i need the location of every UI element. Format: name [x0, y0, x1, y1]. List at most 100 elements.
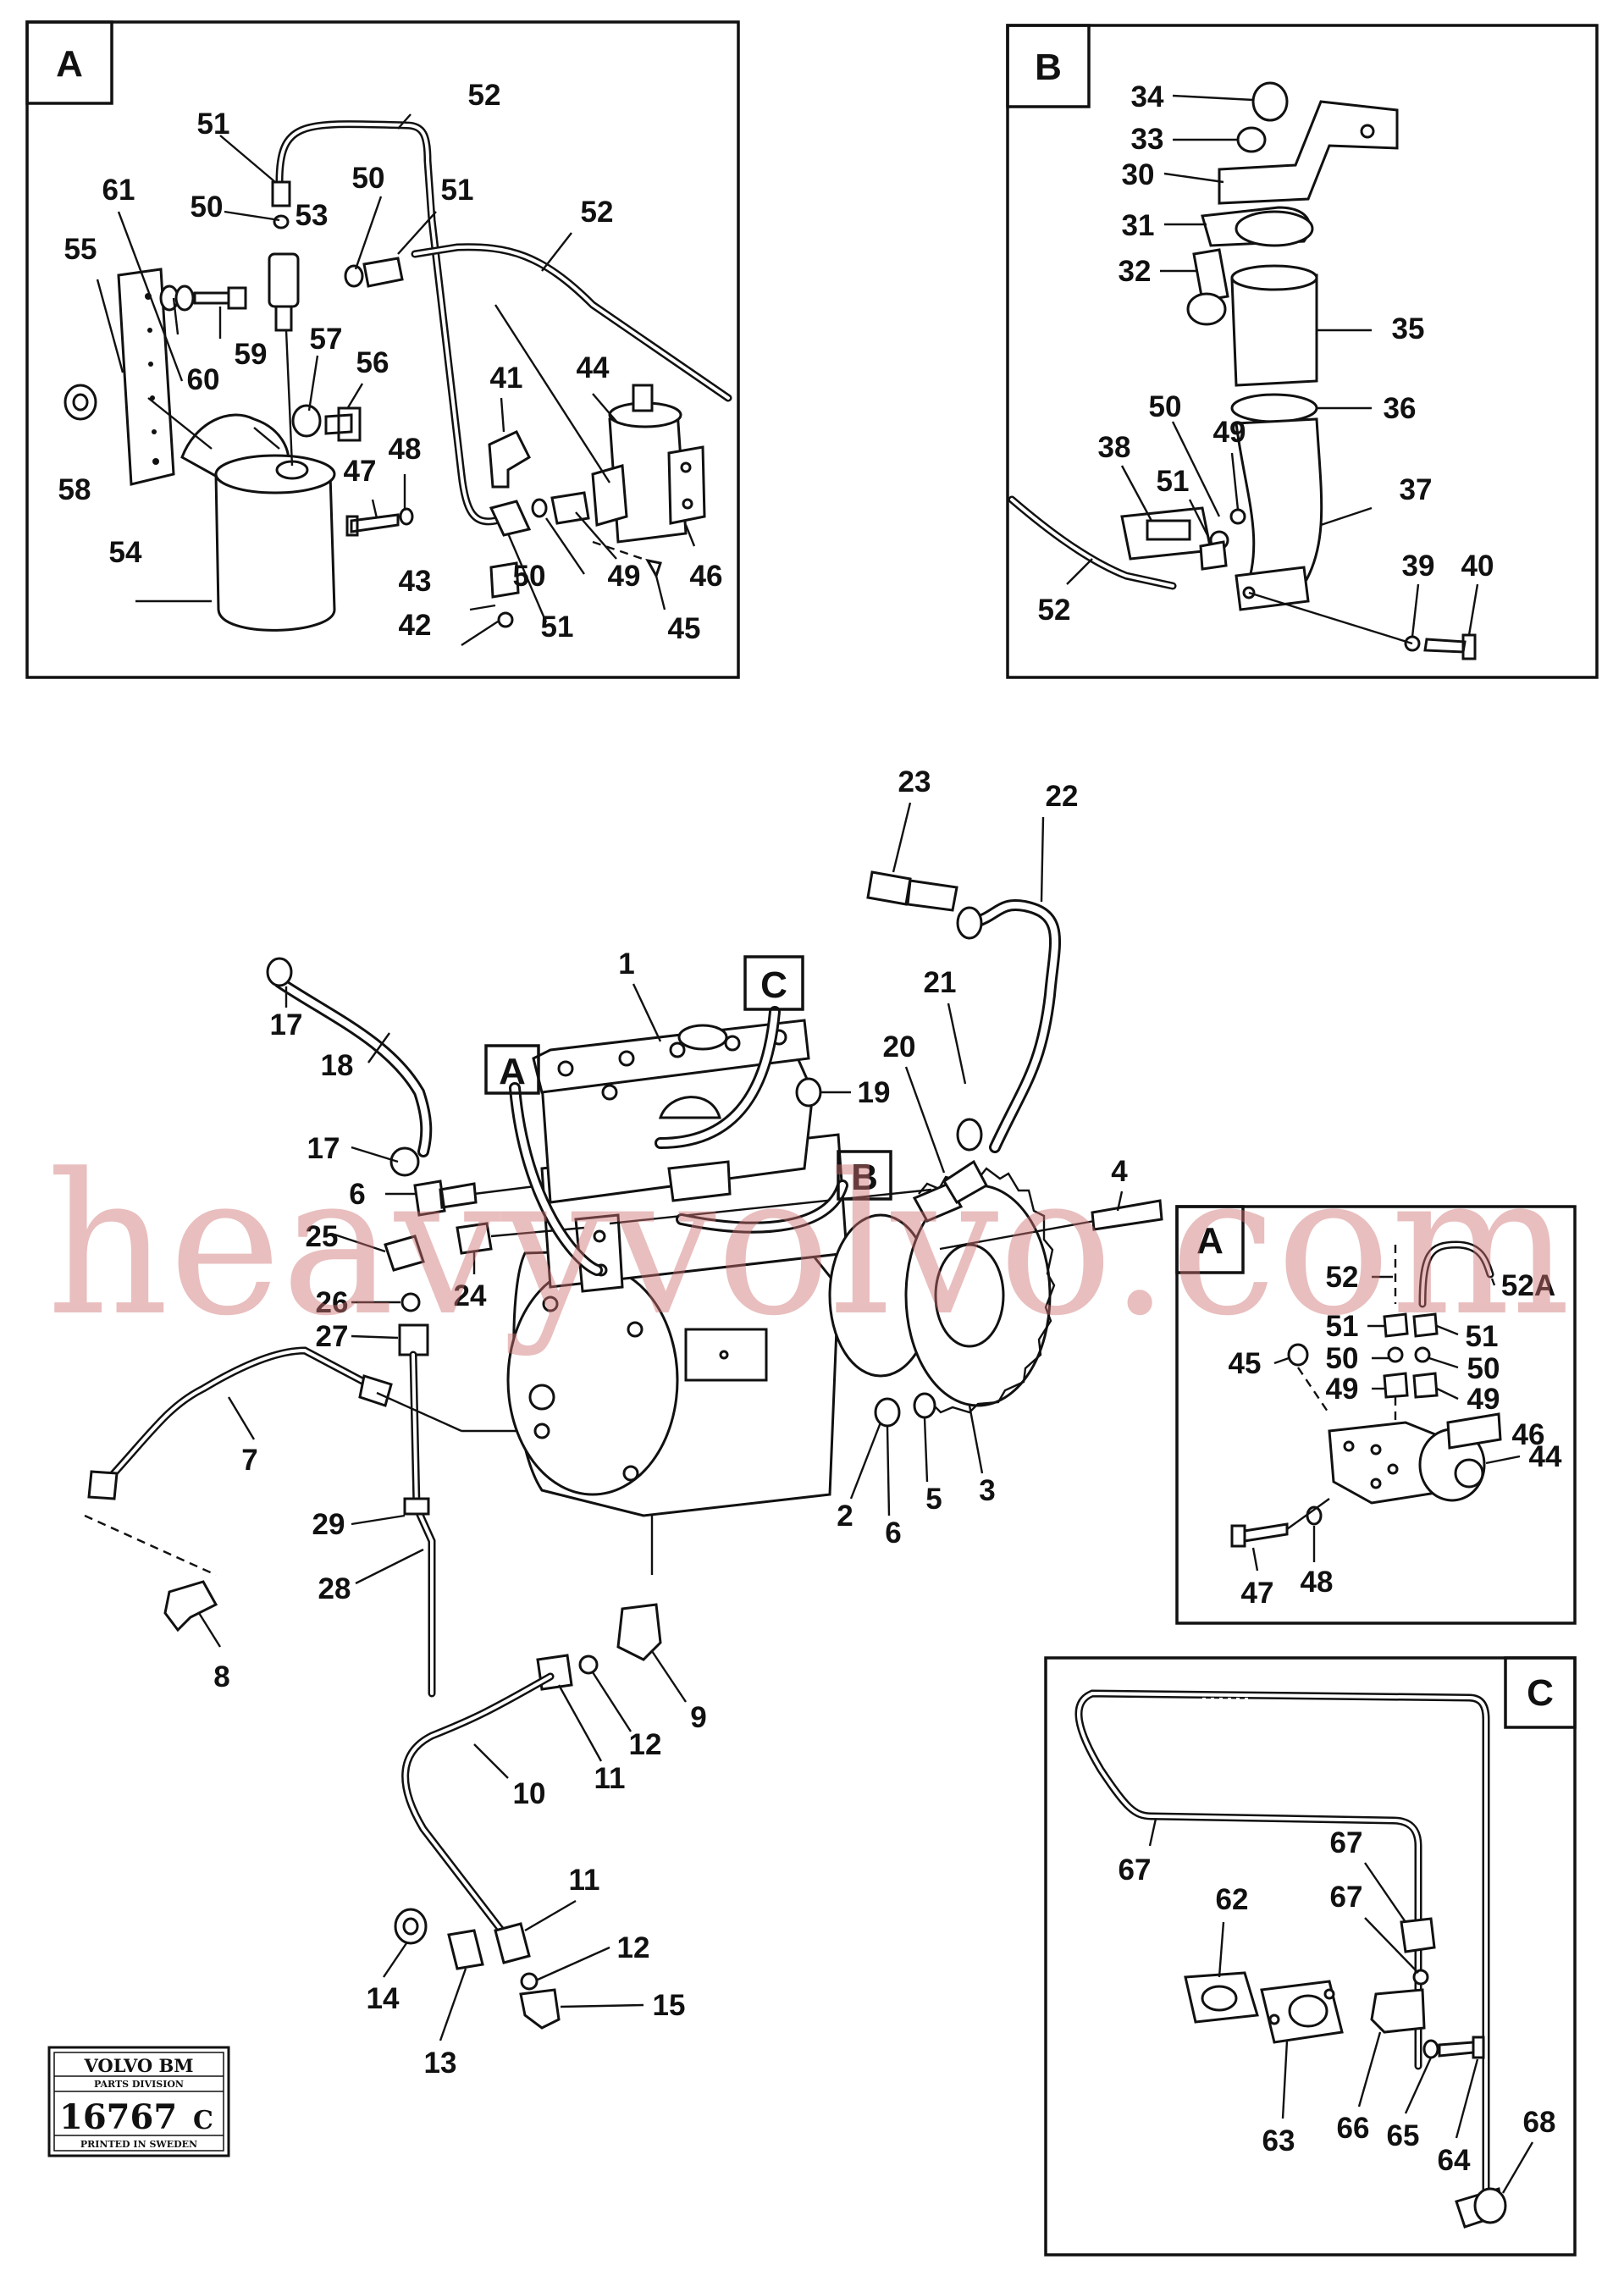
nut-67: [1400, 1917, 1436, 1953]
callout-number: 1: [618, 947, 634, 981]
callout-number: 38: [1098, 431, 1131, 464]
nut-34: [1251, 81, 1289, 122]
callout-number: 4: [1111, 1155, 1128, 1188]
callout-number: 41: [490, 362, 523, 395]
callout-number: 28: [318, 1572, 351, 1605]
callout-number: 57: [310, 323, 343, 356]
callout-number: 46: [690, 560, 723, 593]
callout-number: 56: [356, 346, 389, 379]
bolt-64: [1438, 2036, 1485, 2059]
callout-number: 60: [187, 363, 220, 396]
callout-number: 34: [1131, 80, 1164, 113]
callout-number: 2: [837, 1500, 853, 1533]
callout-number: 31: [1122, 209, 1155, 242]
callout-number: 43: [399, 565, 432, 598]
callout-number: 45: [1229, 1347, 1262, 1380]
svg-text:B: B: [851, 1157, 878, 1198]
callout-number: 48: [1301, 1566, 1334, 1599]
washer-48: [399, 507, 414, 526]
washer-5: [913, 1392, 936, 1419]
callout-number: 52: [581, 196, 614, 229]
callout-number: 61: [102, 174, 135, 207]
callout-number: 52: [1038, 594, 1071, 627]
callout-number: 39: [1402, 550, 1435, 583]
callout-number: 67: [1330, 1826, 1363, 1859]
leaders-a-top: [96, 113, 696, 647]
svg-text:16767: 16767: [59, 2097, 177, 2137]
clamp-17-upper: [266, 957, 293, 987]
callout-number: 52A: [1501, 1269, 1555, 1302]
plug-19: [795, 1077, 822, 1108]
callout-number: 50: [352, 162, 385, 195]
callout-number: 15: [653, 1989, 686, 2022]
washer-12: [578, 1655, 599, 1675]
nut-43: [489, 561, 520, 599]
pipe-52-long: [411, 243, 732, 402]
callout-number: 66: [1337, 2112, 1370, 2145]
elbow-37: [1235, 417, 1323, 594]
callout-number: 49: [1213, 416, 1246, 449]
union-51: [362, 257, 404, 288]
callout-number: 40: [1461, 550, 1494, 583]
callout-number: 33: [1131, 123, 1164, 156]
panel-a-detail-tag: [1175, 1205, 1245, 1274]
watermark: heavyvolvo.com: [47, 1133, 1571, 1359]
washer-33: [1236, 126, 1267, 153]
callout-number: 17: [270, 1008, 303, 1041]
leaders-c-detail: [1148, 1818, 1534, 2194]
tee-16: [413, 1179, 478, 1217]
leaders-a-detail: [1251, 1275, 1521, 1572]
callout-number: 65: [1387, 2119, 1420, 2152]
callout-number: 52: [468, 79, 501, 112]
panel-a-detail-frame: [1175, 1205, 1577, 1625]
callouts-b-top: 34 33 30 31 32 35 36 38 50 49 51 37 52 3…: [1038, 80, 1494, 627]
clamp-21: [956, 906, 983, 940]
panel-b-frame: [1006, 24, 1599, 679]
svg-text:C: C: [760, 964, 787, 1006]
callout-number: 37: [1400, 473, 1433, 506]
callout-number: 12: [629, 1728, 662, 1761]
callout-number: 54: [109, 536, 142, 569]
callout-number: 51: [541, 610, 574, 644]
bolt-47: [345, 513, 400, 537]
callout-number: 6: [349, 1178, 365, 1211]
callout-number: 9: [690, 1701, 706, 1734]
callout-number: 51: [1326, 1310, 1359, 1343]
callouts-main: 23 22 1 21 17 18 20 19 17 6 4 25 26 24 2…: [213, 765, 1128, 2080]
callout-number: 21: [924, 966, 957, 999]
callout-number: 10: [513, 1777, 546, 1810]
elbow-66: [1370, 1988, 1426, 2034]
svg-text:PRINTED IN SWEDEN: PRINTED IN SWEDEN: [80, 2139, 197, 2150]
callout-number: 50: [1149, 390, 1182, 423]
callout-number: 52: [1326, 1261, 1359, 1294]
callout-number: 29: [312, 1508, 345, 1541]
panel-a-tag: [25, 20, 113, 105]
nut-11-lower: [494, 1922, 531, 1964]
callouts-a-top: 51 52 61 50 53 50 51 52 55 59 60 57 56 4…: [58, 79, 723, 645]
elbow-8: [163, 1580, 218, 1632]
main-assembly: A B C: [84, 765, 1163, 2080]
panel-c-frame: [1044, 1656, 1577, 2257]
callout-number: 51: [197, 108, 230, 141]
callout-number: 48: [389, 433, 422, 466]
svg-text:C: C: [193, 2106, 213, 2135]
washer-26: [400, 1292, 421, 1312]
callout-number: 67: [1330, 1881, 1363, 1914]
fitting-24: [456, 1222, 493, 1255]
callout-number: 17: [307, 1132, 340, 1165]
svg-text:VOLVO BM: VOLVO BM: [83, 2055, 193, 2076]
callout-number: 42: [399, 609, 432, 642]
callout-number: 7: [241, 1444, 257, 1477]
bracket-30: [1218, 100, 1399, 205]
callout-number: 35: [1392, 312, 1425, 345]
callout-number: 68: [1523, 2106, 1556, 2139]
banjo-bolt-51: [271, 180, 291, 207]
fitting-53: [268, 252, 300, 308]
callout-number: 3: [979, 1474, 995, 1507]
callout-number: 36: [1384, 392, 1417, 425]
callout-number: 14: [367, 1982, 400, 2015]
svg-text:PARTS DIVISION: PARTS DIVISION: [94, 2079, 184, 2090]
svg-text:C: C: [1527, 1672, 1554, 1714]
banjo-25: [384, 1235, 425, 1272]
